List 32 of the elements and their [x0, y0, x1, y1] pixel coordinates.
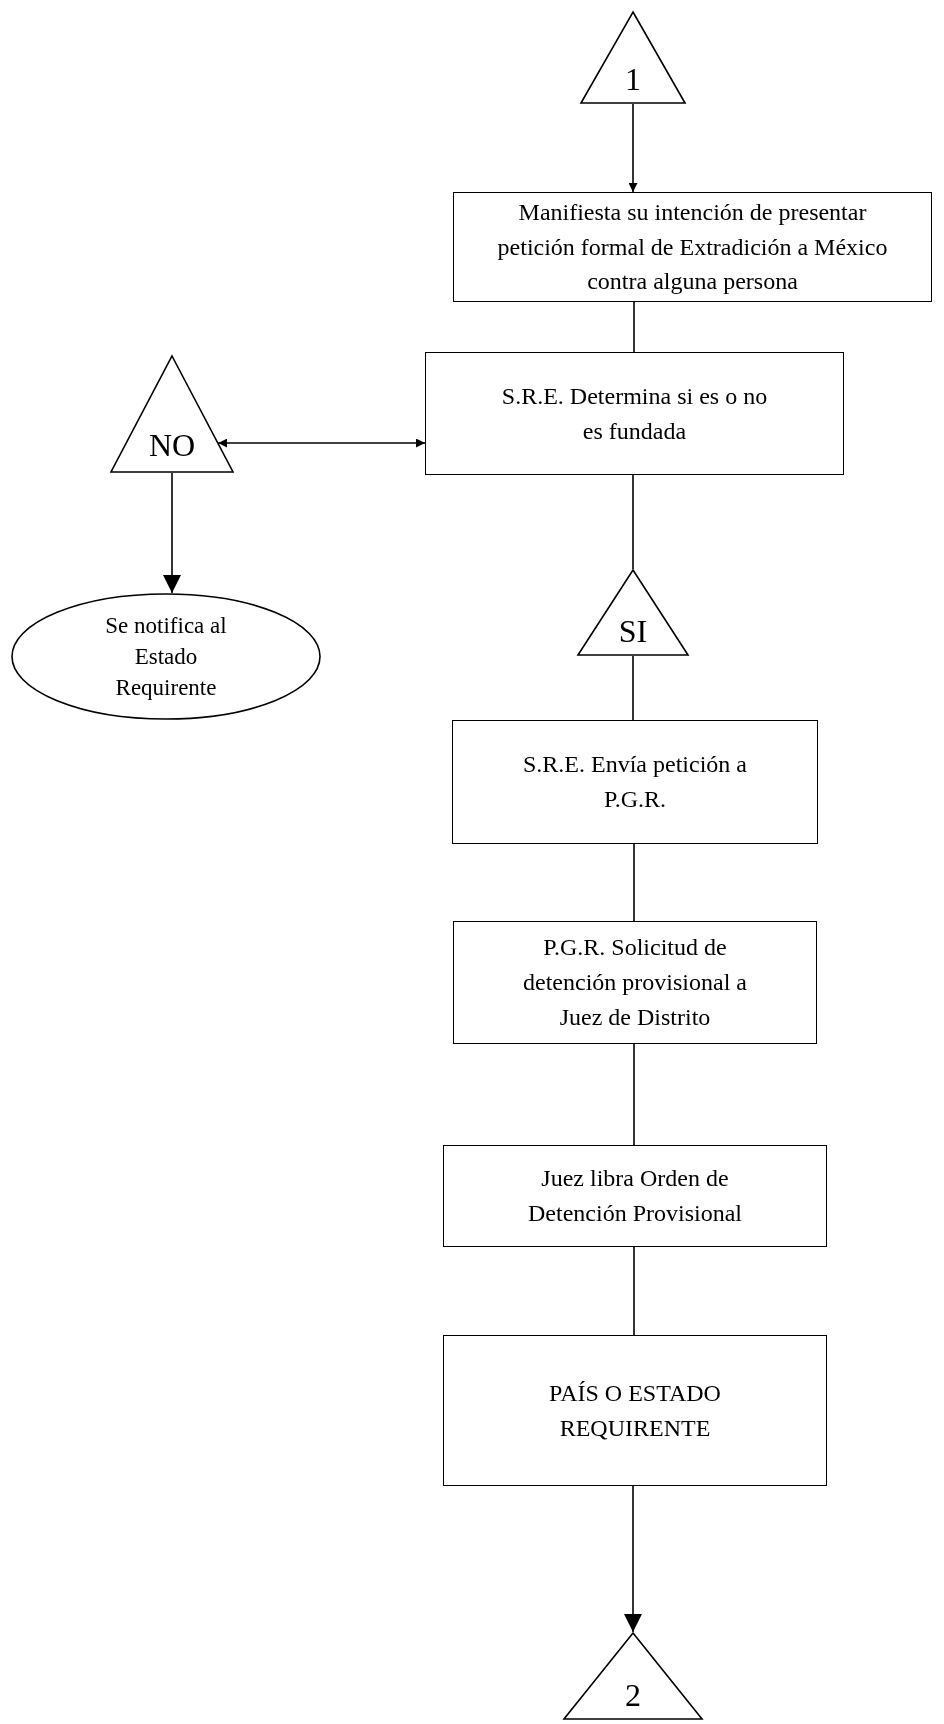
node-label: Manifiesta su intención de presentar petición formal de Extradición a México contra alguna persona [496, 197, 889, 297]
node-label: P.G.R. Solicitud de detención provisional a Juez de Distrito [522, 933, 748, 1032]
process-box [425, 352, 844, 475]
node-label: SI [617, 615, 649, 648]
triangle-connector [563, 1632, 703, 1720]
process-box [452, 720, 818, 844]
arrow [628, 103, 638, 193]
connector-line [633, 1246, 635, 1336]
connector-line [632, 655, 634, 721]
process-box [453, 192, 932, 302]
process-box [443, 1145, 827, 1247]
node-label: S.R.E. Envía petición a P.G.R. [522, 750, 748, 814]
arrow [163, 472, 181, 594]
process-box [453, 921, 817, 1044]
triangle-connector [580, 11, 686, 104]
process-box [443, 1335, 827, 1486]
node-label: PAÍS O ESTADO REQUIRENTE [548, 1378, 722, 1443]
node-label: 1 [624, 62, 642, 95]
connector-line [633, 843, 635, 922]
terminal-ellipse [11, 593, 321, 720]
node-label: Se notifica al Estado Requirente [104, 611, 228, 702]
connector-line [632, 474, 634, 570]
triangle-connector [110, 355, 234, 473]
node-label: 2 [624, 1679, 642, 1712]
arrow [624, 1485, 642, 1633]
triangle-connector [577, 569, 689, 656]
node-label: S.R.E. Determina si es o no es fundada [500, 381, 769, 446]
node-label: Juez libra Orden de Detención Provisional [527, 1164, 743, 1228]
node-label: NO [147, 429, 197, 462]
connector-line [633, 1043, 635, 1146]
connector-line [633, 301, 635, 353]
arrow [217, 438, 426, 448]
